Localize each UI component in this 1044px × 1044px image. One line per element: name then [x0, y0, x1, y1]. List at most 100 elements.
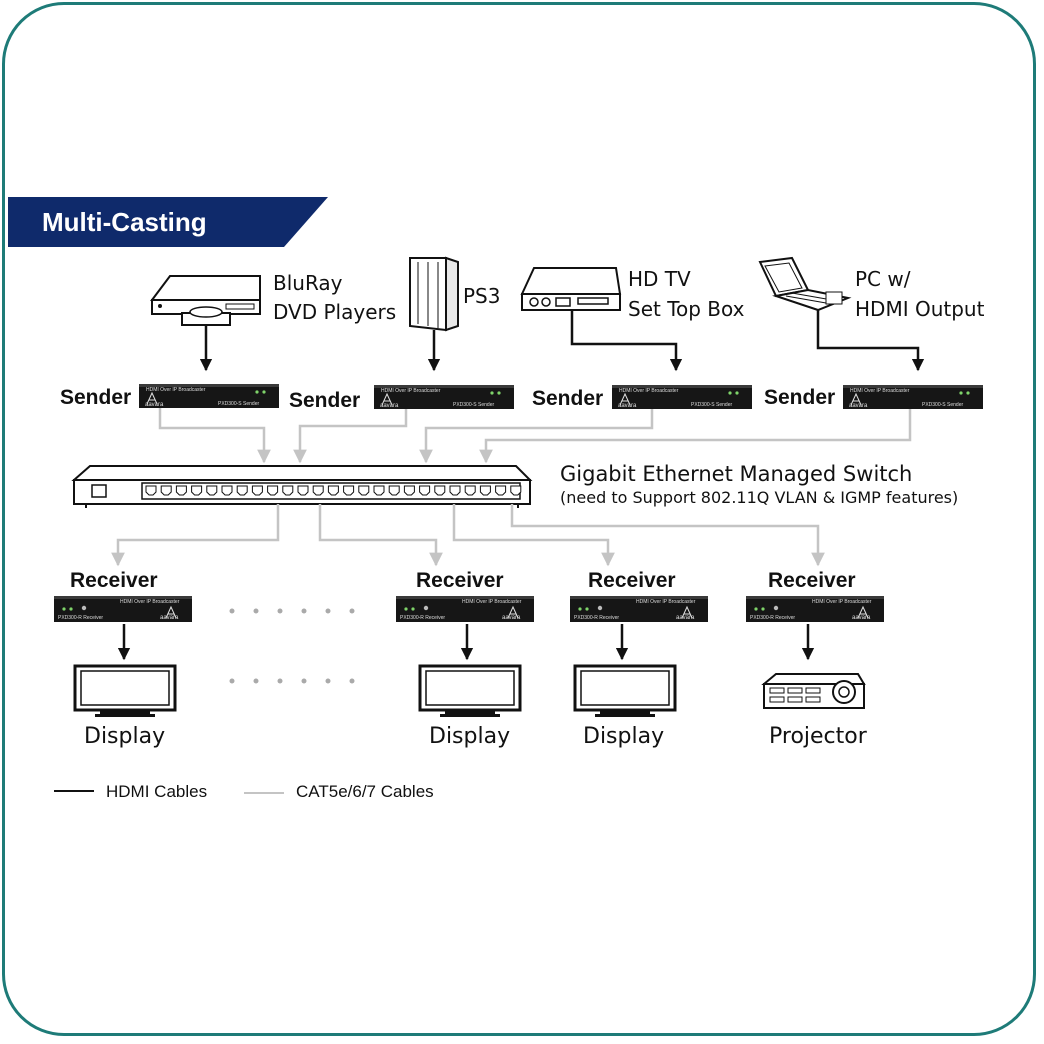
receiver-label-2: Receiver: [416, 569, 504, 592]
receiver-device-3: HDMI Over IP Broadcaster PXD300-R Receiv…: [569, 595, 709, 623]
set-top-box-icon: [520, 267, 622, 311]
sender-device-4: HDMI Over IP Broadcaster PXD300-S Sender: [842, 384, 984, 410]
switch-port: [160, 485, 172, 496]
sender-label-1: Sender: [60, 386, 131, 409]
switch-port: [282, 485, 294, 496]
receiver-2-brand: aavara: [502, 615, 521, 621]
receiver-label-3: Receiver: [588, 569, 676, 592]
laptop-label-line-1: PC w/: [855, 267, 911, 291]
cat-receiver-cables: [111, 504, 825, 567]
projector-icon: [761, 673, 866, 709]
switch-port: [191, 485, 203, 496]
display-icon: [73, 664, 177, 719]
legend-cat-label: CAT5e/6/7 Cables: [296, 782, 434, 801]
sender-1-model: PXD300-S Sender: [218, 401, 259, 407]
switch-port: [434, 485, 446, 496]
cat-sender-cables: [158, 408, 912, 464]
receiver-3-brand: aavara: [676, 615, 695, 621]
page-title: Multi-Casting: [42, 207, 207, 237]
switch-port: [297, 485, 309, 496]
sender-3-brand: aavara: [618, 403, 637, 409]
switch-port: [510, 485, 522, 496]
sender-label-3: Sender: [532, 387, 603, 410]
ps3-console-icon: [409, 256, 459, 332]
switch-port: [145, 485, 157, 496]
sender-3-header: HDMI Over IP Broadcaster: [619, 388, 679, 394]
display-icon: [418, 664, 522, 719]
switch-port: [175, 485, 187, 496]
set-top-box-label: HD TV Set Top Box: [628, 267, 745, 321]
hdmi-source-cables: [199, 310, 925, 372]
switch-port: [221, 485, 233, 496]
ellipsis-dots-receivers: [229, 608, 355, 614]
sender-device-1: HDMI Over IP Broadcaster PXD300-S Sender: [138, 383, 280, 409]
sender-2-model: PXD300-S Sender: [453, 402, 494, 408]
sender-3-model: PXD300-S Sender: [691, 402, 732, 408]
switch-port: [251, 485, 263, 496]
receiver-device-4: HDMI Over IP Broadcaster PXD300-R Receiv…: [745, 595, 885, 623]
receiver-label-4: Receiver: [768, 569, 856, 592]
receiver-4-header: HDMI Over IP Broadcaster: [812, 599, 872, 605]
bluray-label-line-2: DVD Players: [273, 300, 396, 324]
ps3-label: PS3: [463, 284, 500, 308]
sender-2-brand: aavara: [380, 403, 399, 409]
switch-port: [343, 485, 355, 496]
receiver-4-brand: aavara: [852, 615, 871, 621]
title-banner: Multi-Casting: [8, 197, 328, 247]
receiver-1-header: HDMI Over IP Broadcaster: [120, 599, 180, 605]
sender-label-4: Sender: [764, 386, 835, 409]
receiver-3-header: HDMI Over IP Broadcaster: [636, 599, 696, 605]
sender-1-brand: aavara: [145, 402, 164, 408]
bluray-player-icon: [150, 275, 261, 326]
title-banner-shape: [8, 197, 328, 247]
sender-label-2: Sender: [289, 389, 360, 412]
switch-port: [419, 485, 431, 496]
switch-port: [388, 485, 400, 496]
switch-port: [403, 485, 415, 496]
receiver-3-model: PXD300-R Receiver: [574, 615, 619, 621]
bluray-label: BluRay DVD Players: [273, 271, 396, 324]
receiver-1-model: PXD300-R Receiver: [58, 615, 103, 621]
output-label-3: Display: [583, 724, 664, 749]
output-label-4: Projector: [769, 724, 868, 749]
legend-hdmi-label: HDMI Cables: [106, 782, 207, 801]
switch-subtitle: (need to Support 802.11Q VLAN & IGMP fea…: [560, 488, 958, 507]
brand-marks: aavara aavara aavara aavara aavara aavar…: [145, 402, 871, 621]
laptop-label: PC w/ HDMI Output: [855, 267, 985, 321]
switch-port: [358, 485, 370, 496]
switch-port: [327, 485, 339, 496]
receiver-4-model: PXD300-R Receiver: [750, 615, 795, 621]
sender-4-brand: aavara: [849, 403, 868, 409]
ellipsis-dots-displays: [229, 678, 355, 684]
legend: HDMI Cables CAT5e/6/7 Cables: [54, 782, 434, 801]
bluray-label-line-1: BluRay: [273, 271, 343, 295]
set-top-box-label-line-1: HD TV: [628, 267, 691, 291]
output-label-2: Display: [429, 724, 510, 749]
output-label-1: Display: [84, 724, 165, 749]
sender-device-3: HDMI Over IP Broadcaster PXD300-S Sender: [611, 384, 753, 410]
set-top-box-label-line-2: Set Top Box: [628, 297, 745, 321]
switch-port: [495, 485, 507, 496]
laptop-label-line-2: HDMI Output: [855, 297, 985, 321]
switch-port: [479, 485, 491, 496]
switch-port: [206, 485, 218, 496]
switch-port: [312, 485, 324, 496]
sender-1-header: HDMI Over IP Broadcaster: [146, 387, 206, 393]
sender-4-header: HDMI Over IP Broadcaster: [850, 388, 910, 394]
receiver-device-1: HDMI Over IP Broadcaster PXD300-R Receiv…: [53, 595, 193, 623]
switch-port: [449, 485, 461, 496]
receiver-2-header: HDMI Over IP Broadcaster: [462, 599, 522, 605]
switch-port: [464, 485, 476, 496]
ethernet-switch-icon: [71, 465, 533, 508]
switch-port: [373, 485, 385, 496]
laptop-icon: [758, 256, 852, 312]
switch-ports: [145, 485, 522, 496]
switch-port: [236, 485, 248, 496]
display-icon: [573, 664, 677, 719]
switch-title: Gigabit Ethernet Managed Switch: [560, 462, 912, 486]
sender-2-header: HDMI Over IP Broadcaster: [381, 388, 441, 394]
sender-device-2: HDMI Over IP Broadcaster PXD300-S Sender: [373, 384, 515, 410]
hdmi-output-cables: [117, 624, 815, 661]
